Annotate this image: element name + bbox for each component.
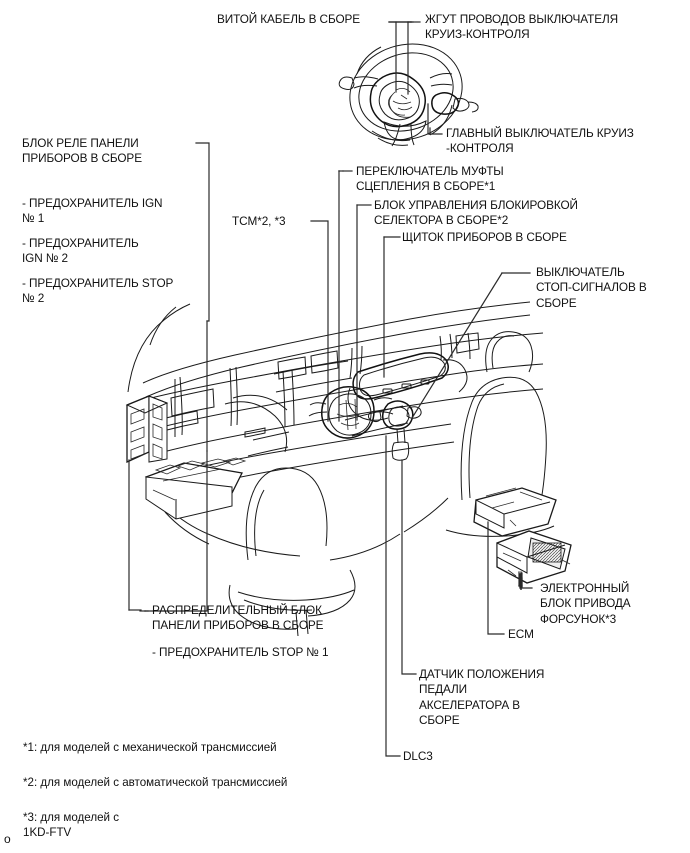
callout-stop-lamp-switch: ВЫКЛЮЧАТЕЛЬ СТОП-СИГНАЛОВ В СБОРЕ: [536, 265, 647, 310]
callout-cruise-switch-harness: ЖГУТ ПРОВОДОВ ВЫКЛЮЧАТЕЛЯ КРУИЗ-КОНТРОЛЯ: [425, 12, 619, 42]
leader-dlc3: [385, 435, 401, 757]
injector-driver-illustration: [496, 530, 572, 584]
callout-ecm: ECM: [508, 627, 534, 641]
callout-fuse-ign-1: - ПРЕДОХРАНИТЕЛЬ IGN № 1: [22, 196, 163, 226]
leader-ecm: [487, 521, 505, 635]
leader-injector-driver-main: [520, 573, 533, 590]
leader-lines: [128, 21, 531, 757]
callout-fuse-ign-2: - ПРЕДОХРАНИТЕЛЬ IGN № 2: [22, 236, 139, 266]
callout-junction-block: РАСПРЕДЕЛИТЕЛЬНЫЙ БЛОК ПАНЕЛИ ПРИБОРОВ В…: [152, 603, 324, 633]
callout-shift-lock-ecu: БЛОК УПРАВЛЕНИЯ БЛОКИРОВКОЙ СЕЛЕКТОРА В …: [374, 198, 578, 228]
combination-switch-illustration: [308, 386, 394, 439]
footnote-2: *2: для моделей с автоматической трансми…: [23, 775, 288, 789]
footnote-3: *3: для моделей с 1KD-FTV: [23, 810, 120, 840]
callout-injector-driver: ЭЛЕКТРОННЫЙ БЛОК ПРИВОДА ФОРСУНОК*3: [540, 581, 631, 626]
seats-illustration: [228, 331, 555, 637]
steering-wheel-illustration: [338, 43, 479, 147]
callout-cruise-main-switch: ГЛАВНЫЙ ВЫКЛЮЧАТЕЛЬ КРУИЗ -КОНТРОЛЯ: [446, 126, 634, 156]
callout-tcm: TCM*2, *3: [232, 214, 286, 228]
callout-spiral-cable: ВИТОЙ КАБЕЛЬ В СБОРЕ: [217, 12, 361, 26]
callout-dlc3: DLC3: [403, 749, 433, 763]
callout-clutch-switch: ПЕРЕКЛЮЧАТЕЛЬ МУФТЫ СЦЕПЛЕНИЯ В СБОРЕ*1: [356, 164, 504, 194]
junction-block-illustration: [125, 395, 247, 520]
stray-margin-mark: o: [4, 832, 11, 846]
footnote-1: *1: для моделей с механической трансмисс…: [23, 740, 277, 754]
leader-tcm: [310, 220, 329, 422]
leader-accel-pedal-sensor: [401, 459, 417, 675]
ignition-and-brake-switch-illustration: [368, 400, 422, 461]
callout-accel-pedal-sensor: ДАТЧИК ПОЛОЖЕНИЯ ПЕДАЛИ АКСЕЛЕРАТОРА В С…: [419, 667, 545, 728]
callout-fuse-stop-2: - ПРЕДОХРАНИТЕЛЬ STOP № 2: [22, 276, 174, 306]
instrument-panel-illustration: [127, 301, 555, 637]
callout-relay-block: БЛОК РЕЛЕ ПАНЕЛИ ПРИБОРОВ В СБОРЕ: [22, 136, 142, 166]
ecm-illustration: [473, 487, 557, 537]
leader-junction-block: [144, 450, 208, 612]
leader-relay-block: [195, 142, 210, 322]
callout-fuse-stop-1: - ПРЕДОХРАНИТЕЛЬ STOP № 1: [152, 645, 329, 659]
callout-combination-meter: ЩИТОК ПРИБОРОВ В СБОРЕ: [402, 230, 567, 244]
